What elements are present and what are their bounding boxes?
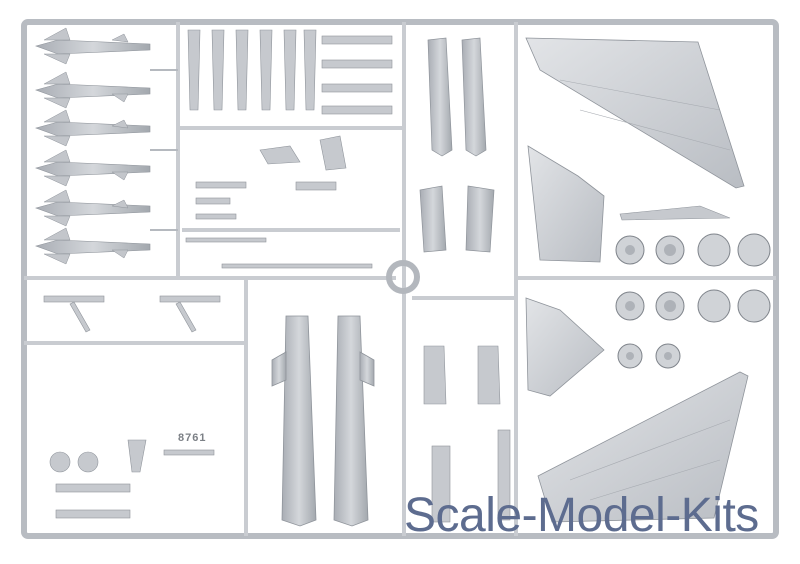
wing-panel-lines xyxy=(559,79,731,501)
watermark-text: Scale-Model-Kits xyxy=(404,489,759,542)
small-parts-group xyxy=(185,35,393,269)
center-small-parts xyxy=(423,345,511,523)
sprue-frame-inner xyxy=(24,22,776,536)
wing-upper xyxy=(525,37,745,263)
sprue-code: 8761 xyxy=(178,432,207,444)
wing-lower xyxy=(525,297,749,523)
missile-group xyxy=(35,27,178,265)
fuselage-top-group xyxy=(419,37,495,253)
fin-parts-group xyxy=(187,29,317,111)
sprue-hub-ring xyxy=(386,260,420,294)
landing-gear-parts xyxy=(43,295,221,519)
wheel-group xyxy=(615,205,771,369)
intake-group xyxy=(271,315,375,527)
